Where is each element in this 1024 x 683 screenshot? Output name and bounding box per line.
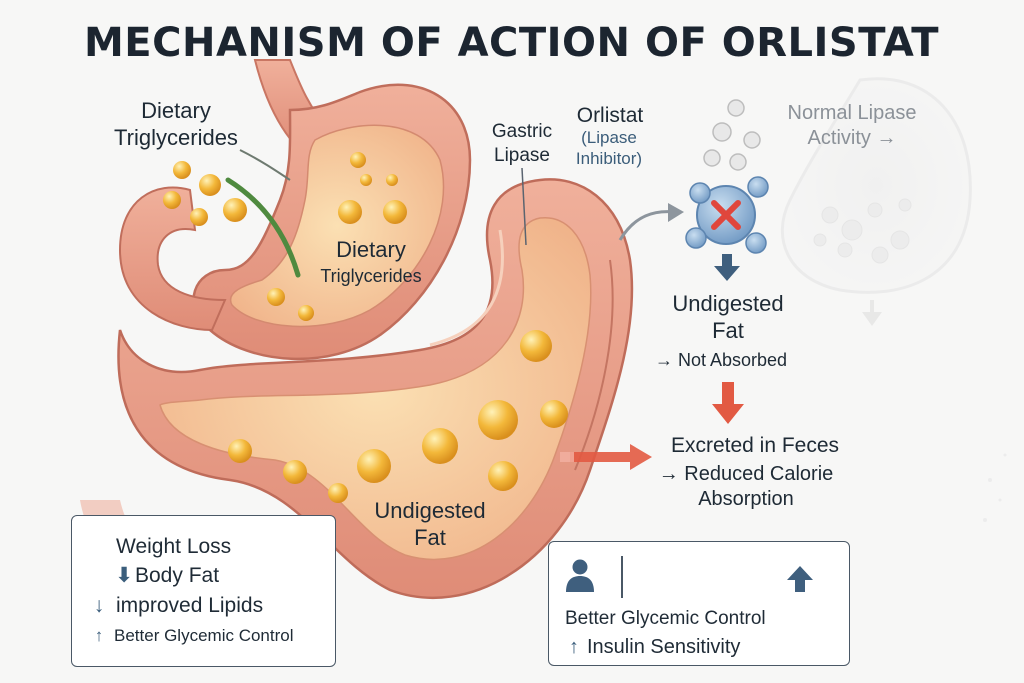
- up-arrow-icon: ↑: [569, 636, 579, 658]
- outcome-box-left: Weight Loss ⬇Body Fat ↓improved Lipids ↑…: [71, 515, 336, 667]
- down-arrow-red: [712, 382, 744, 424]
- up-arrow-icon: ↑: [94, 626, 104, 645]
- label-undigested-fat-right: Undigested Fat: [672, 291, 784, 343]
- up-arrow-icon: [787, 566, 813, 592]
- person-icon: [566, 559, 594, 592]
- diagram-title: MECHANISM OF ACTION OF ORLISTAT: [84, 20, 940, 66]
- outcome-box-right: Better Glycemic Control ↑Insulin Sensiti…: [548, 541, 850, 666]
- down-arrow-icon: ↓: [93, 594, 105, 617]
- down-arrow-blue: [714, 254, 740, 281]
- label-orlistat: Orlistat: [576, 104, 644, 127]
- label-dietary-triglycerides-top: Dietary Triglycerides: [114, 98, 238, 150]
- outcome-body-fat: ⬇Body Fat: [113, 563, 219, 588]
- fat-droplets: [163, 152, 568, 503]
- divider: [621, 556, 623, 598]
- label-normal-lipase-activity: Normal Lipase Activity →: [787, 102, 917, 149]
- faded-normal-stomach: [780, 77, 972, 326]
- right-arrow-red: [560, 444, 652, 470]
- label-orlistat-sub: (Lipase Inhibitor): [575, 128, 643, 168]
- label-gastric-lipase: Gastric Lipase: [491, 121, 553, 166]
- outcome-better-glycemic-control: Better Glycemic Control: [565, 608, 766, 629]
- label-dietary-triglycerides-stomach: Dietary Triglycerides: [320, 237, 422, 286]
- label-excreted-in-feces: Excreted in Feces: [670, 434, 840, 457]
- outcome-insulin-sensitivity: ↑Insulin Sensitivity: [565, 636, 740, 659]
- label-reduced-calorie-absorption: → Reduced Calorie Absorption: [658, 463, 834, 510]
- label-undigested-fat-intestine: Undigested Fat: [374, 498, 486, 550]
- lipase-enzyme-blocked-icon: [685, 176, 769, 254]
- duodenum: [118, 186, 227, 332]
- outcome-weight-loss: Weight Loss: [116, 535, 232, 558]
- outcome-improved-lipids: ↓improved Lipids: [88, 594, 263, 618]
- lipase-bubbles: [703, 99, 761, 171]
- down-arrow-icon: ⬇: [115, 564, 133, 587]
- label-not-absorbed: → Not Absorbed: [654, 350, 788, 370]
- outcome-glycemic-control: ↑Better Glycemic Control: [88, 626, 294, 646]
